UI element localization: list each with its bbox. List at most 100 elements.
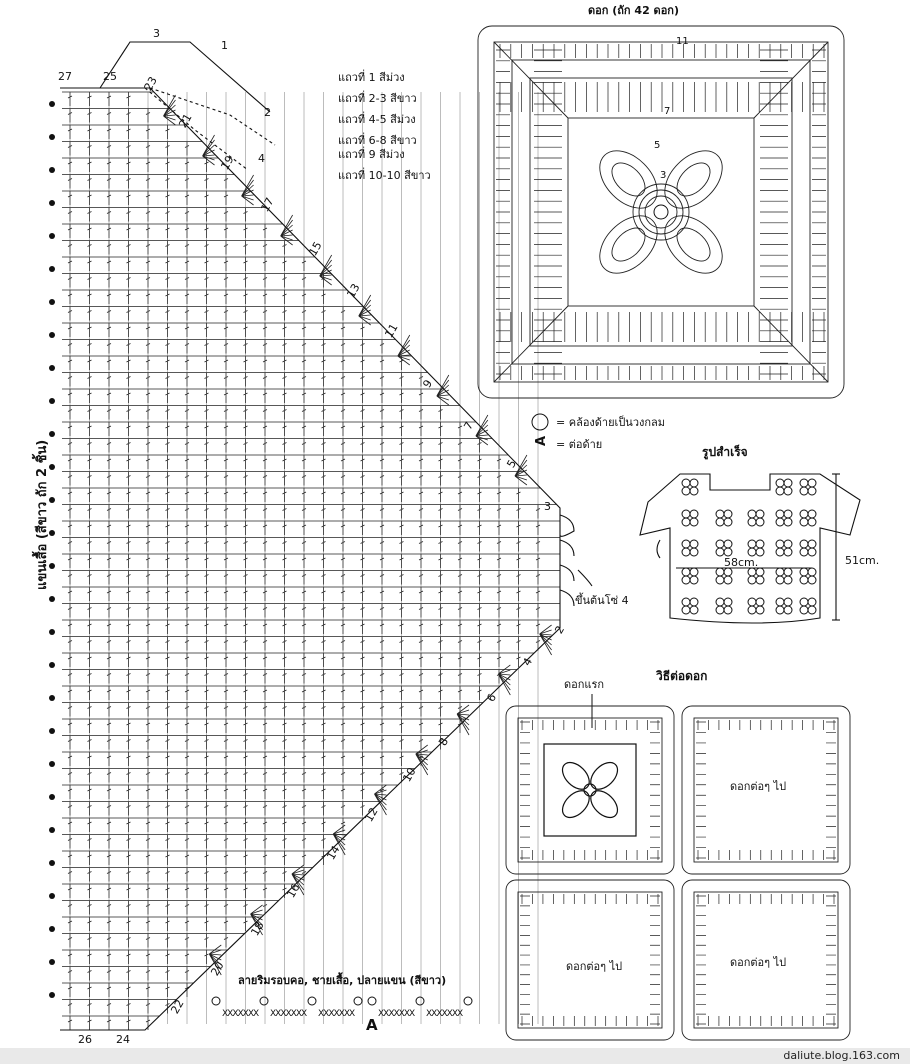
sleeve-title: แขนเสื้อ (สีขาว ถัก 2 ชิ้น) (31, 440, 50, 590)
join-motif-outline (681, 705, 851, 875)
flower-petal (775, 539, 785, 549)
row-label-4: 4 (520, 656, 535, 669)
flower-petal (807, 517, 817, 527)
edging-join-icon: A (366, 1016, 378, 1034)
edging-stitches-1: XXXXXXX (222, 1009, 259, 1019)
row-label-19: 19 (218, 153, 236, 172)
flower-petal (807, 597, 817, 607)
garment-flower (775, 539, 793, 557)
flower-petal (807, 509, 817, 519)
flower-petal (681, 517, 691, 527)
garment-flower (747, 509, 765, 527)
edge-dot (49, 695, 55, 701)
flower-petal (775, 605, 785, 615)
flower-petal (715, 539, 725, 549)
round-label-11: 11 (676, 36, 689, 47)
motif-petal-inner (611, 162, 646, 197)
flower-petal (775, 597, 785, 607)
edging-picot (211, 996, 221, 1006)
garment-flower (799, 597, 817, 615)
edge-dot (49, 728, 55, 734)
edge-dot (49, 563, 55, 569)
row-label-27: 27 (58, 70, 72, 83)
motif-petal-inner (676, 227, 711, 262)
flower-petal (799, 486, 809, 496)
flower-petal (689, 567, 699, 577)
edge-dot (49, 266, 55, 272)
join-motif-stitches (696, 894, 836, 1026)
row-label-9: 9 (420, 378, 435, 391)
motif-petal-inner (676, 162, 711, 197)
finished-garment: รูปสำเร็จ 58cm. 51cm. (639, 444, 879, 624)
edge-dot (49, 101, 55, 107)
flower-petal (747, 597, 757, 607)
edge-dot (49, 662, 55, 668)
edging-picot (463, 996, 473, 1006)
flower-petal (681, 478, 691, 488)
row-label-3b: 3 (544, 500, 551, 513)
row-label-12: 12 (362, 805, 380, 824)
edging-picot (259, 996, 269, 1006)
edge-dot (49, 464, 55, 470)
flower-petal (689, 547, 699, 557)
flower-petal (681, 575, 691, 585)
round-label-5: 5 (654, 140, 660, 151)
first-motif-petal (561, 790, 590, 819)
flower-petal (681, 547, 691, 557)
edge-dot (49, 530, 55, 536)
motif-round-9 (511, 59, 811, 365)
flower-petal (799, 567, 809, 577)
motif-petal (664, 150, 723, 209)
flower-petal (755, 567, 765, 577)
flower-petal (681, 567, 691, 577)
edge-dot (49, 233, 55, 239)
garment-flower (681, 478, 699, 496)
row-label-18: 18 (248, 919, 266, 938)
flower-petal (807, 575, 817, 585)
garment-flower (747, 597, 765, 615)
flower-petal (681, 509, 691, 519)
edge-dot (49, 398, 55, 404)
garment-flower (681, 567, 699, 585)
garment-flower (747, 567, 765, 585)
edging-stitches-3: XXXXXXX (318, 1009, 355, 1019)
flower-petal (783, 567, 793, 577)
row-label-11: 11 (382, 321, 400, 340)
flower-petal (755, 509, 765, 519)
row-label-7: 7 (461, 420, 476, 433)
row-label-5: 5 (504, 458, 519, 471)
edge-dot (49, 431, 55, 437)
legend-row-3: แถวที่ 4-5 สีม่วง (338, 111, 416, 126)
garment-flower (799, 509, 817, 527)
flower-petal (715, 605, 725, 615)
flower-petal (755, 597, 765, 607)
flower-petal (681, 605, 691, 615)
legend-row-2: แถวที่ 2-3 สีขาว (338, 90, 417, 105)
flower-petal (715, 567, 725, 577)
join-motif-stitches (520, 894, 660, 1026)
edging-picot (353, 996, 363, 1006)
flower-petal (783, 517, 793, 527)
flower-petal (783, 509, 793, 519)
flower-petal (689, 539, 699, 549)
flower-petal (689, 509, 699, 519)
flower-petal (747, 517, 757, 527)
flower-petal (723, 539, 733, 549)
flower-petal (783, 539, 793, 549)
row-label-21: 21 (176, 111, 194, 130)
motif-center-round (644, 195, 678, 229)
edge-dot (49, 860, 55, 866)
garment-flower (799, 539, 817, 557)
flower-petal (689, 575, 699, 585)
flower-petal (747, 567, 757, 577)
legend-row-1: แถวที่ 1 สีม่วง (338, 69, 405, 84)
edge-dot (49, 827, 55, 833)
flower-petal (689, 597, 699, 607)
edging-stitches-4: XXXXXXX (378, 1009, 415, 1019)
join-motif-stitches (696, 720, 836, 860)
edge-dot (49, 794, 55, 800)
flower-petal (681, 539, 691, 549)
flower-petal (723, 605, 733, 615)
first-motif-petal (590, 761, 619, 790)
color-legend: แถวที่ 1 สีม่วง แถวที่ 2-3 สีขาว แถวที่ … (338, 69, 431, 182)
